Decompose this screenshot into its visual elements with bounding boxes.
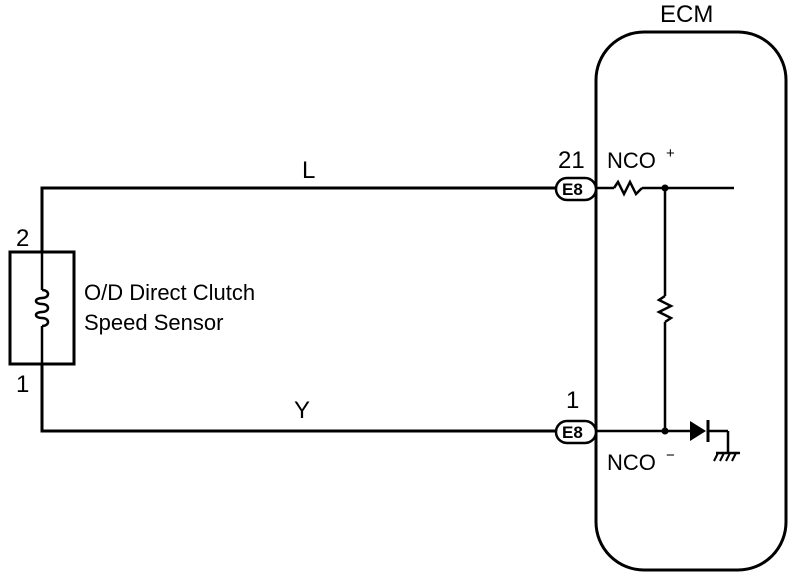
connector-top: E8 [554, 176, 598, 202]
signal-plus-name: NCO [607, 148, 656, 173]
ground-icon [713, 451, 740, 462]
signal-minus-label: NCO [607, 450, 656, 475]
sensor-pin-top: 2 [16, 225, 29, 252]
signal-plus-polarity: + [666, 145, 675, 162]
signal-minus-name: NCO [607, 450, 656, 475]
connector-bottom: E8 [554, 419, 598, 445]
internal-circuit [596, 179, 740, 462]
connector-bottom-label: E8 [562, 423, 583, 442]
wire-bottom [40, 362, 558, 433]
ecm-title: ECM [660, 1, 713, 28]
junction-bottom [661, 427, 669, 435]
wire-bottom-color: Y [294, 397, 310, 424]
wire-top-color: L [302, 157, 315, 184]
signal-plus-label: NCO [607, 148, 656, 173]
resistor-icon [612, 179, 643, 197]
resistor-icon [656, 294, 674, 324]
sensor-name-line2: Speed Sensor [84, 310, 223, 335]
wire-top [40, 186, 558, 254]
connector-top-label: E8 [562, 180, 583, 199]
signal-minus-polarity: − [666, 447, 675, 464]
terminal-plus-pin: 21 [558, 147, 585, 174]
ecm-box [594, 30, 788, 572]
sensor-pin-bottom: 1 [16, 371, 29, 398]
sensor-name-line1: O/D Direct Clutch [84, 280, 255, 305]
coil-icon [34, 252, 50, 364]
diode-icon [690, 420, 710, 442]
terminal-minus-pin: 1 [566, 387, 579, 414]
